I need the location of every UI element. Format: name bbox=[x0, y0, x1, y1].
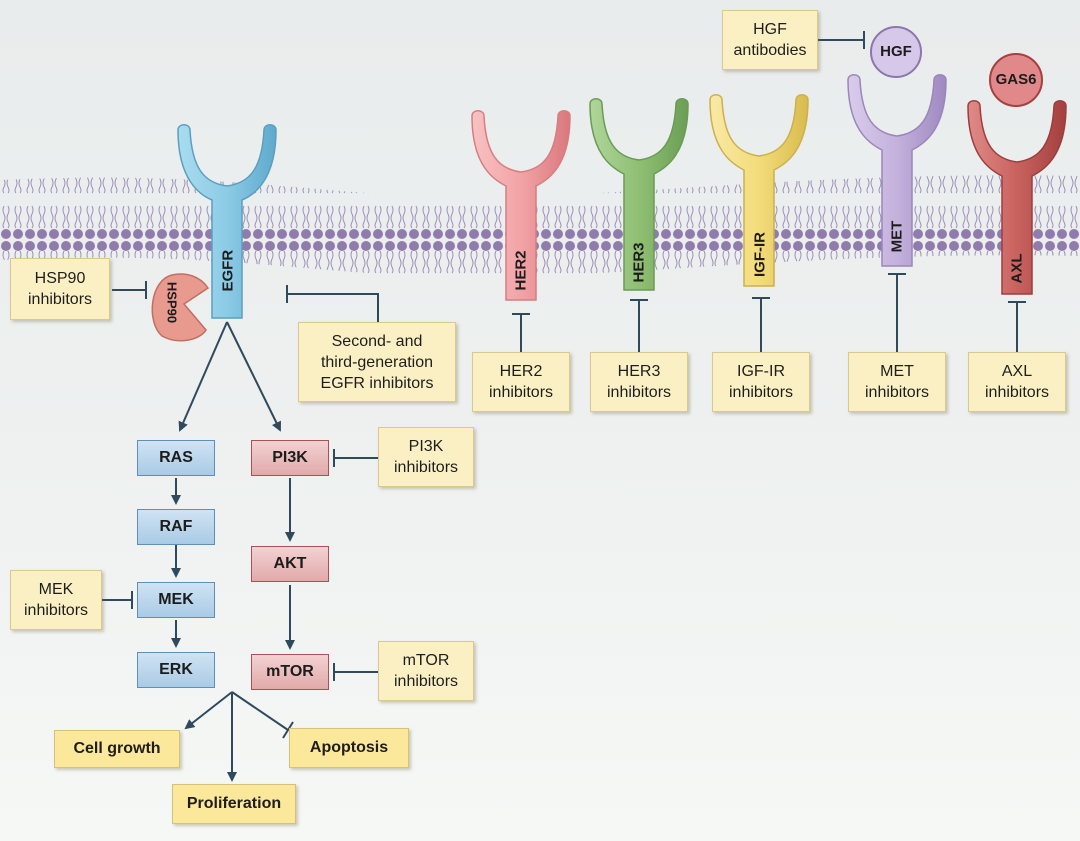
egfr-inhibitors-line3: EGFR inhibitors bbox=[320, 374, 434, 392]
her2-receptor bbox=[471, 110, 571, 301]
axl-inhibitors-box: AXL inhibitors bbox=[968, 352, 1066, 412]
gas6-ligand bbox=[989, 53, 1043, 107]
egfr-inhibitors-line1: Second- and bbox=[331, 332, 423, 350]
igf-ir-receptor bbox=[709, 94, 809, 287]
her3-receptor bbox=[589, 98, 689, 291]
pi3k-node: PI3K bbox=[251, 440, 329, 476]
proliferation-outcome: Proliferation bbox=[172, 784, 296, 824]
erk-node: ERK bbox=[137, 652, 215, 688]
hgf-antibodies-box: HGF antibodies bbox=[722, 10, 818, 70]
egfr-to-ras-arrow bbox=[178, 321, 228, 432]
egfr-inhibitors-box: Second- and third-generation EGFR inhibi… bbox=[298, 322, 456, 402]
hsp90-label: HSP90 bbox=[164, 281, 180, 324]
hsp90-inhibitors-line1: HSP90 bbox=[34, 270, 86, 287]
egfr-receptor bbox=[177, 124, 277, 319]
pi3k-inhibitors-line1: PI3K bbox=[408, 438, 444, 455]
mek-node: MEK bbox=[137, 582, 215, 618]
her2-inhibitors-line1: HER2 bbox=[499, 363, 543, 380]
igfir-label: IGF-IR bbox=[751, 232, 769, 277]
met-label: MET bbox=[888, 220, 906, 253]
mtor-inhibitors-line1: mTOR bbox=[402, 652, 450, 669]
her2-inhibitors-box: HER2 inhibitors bbox=[472, 352, 570, 412]
hgf-antibodies-line2: antibodies bbox=[733, 42, 807, 59]
her2-inhibitors-line2: inhibitors bbox=[488, 384, 554, 401]
cell-growth-outcome: Cell growth bbox=[54, 730, 180, 768]
met-inhibitors-line1: MET bbox=[880, 363, 914, 380]
axl-inhibitors-line2: inhibitors bbox=[984, 384, 1050, 401]
apoptosis-outcome: Apoptosis bbox=[289, 728, 409, 768]
mtor-node: mTOR bbox=[251, 654, 329, 690]
ras-node: RAS bbox=[137, 440, 215, 476]
akt-node: AKT bbox=[251, 546, 329, 582]
egfr-to-pi3k-arrow bbox=[226, 321, 281, 432]
hgf-label: HGF bbox=[880, 43, 912, 60]
cell-membrane bbox=[0, 175, 1080, 278]
mek-inhibitors-box: MEK inhibitors bbox=[10, 570, 102, 630]
her3-inhibitors-line1: HER3 bbox=[617, 363, 661, 380]
her2-label: HER2 bbox=[512, 250, 530, 291]
axl-receptor bbox=[967, 100, 1067, 295]
met-receptor bbox=[847, 74, 947, 267]
hgf-antibodies-line1: HGF bbox=[753, 21, 787, 38]
her3-inhibitors-box: HER3 inhibitors bbox=[590, 352, 688, 412]
pi3k-inhibitors-line2: inhibitors bbox=[393, 459, 459, 476]
her3-inhibitors-line2: inhibitors bbox=[606, 384, 672, 401]
to-cell-growth-arrow bbox=[184, 691, 233, 730]
axl-label: AXL bbox=[1008, 253, 1026, 284]
pi3k-inhibitors-box: PI3K inhibitors bbox=[378, 427, 474, 487]
hsp90-chaperone bbox=[151, 273, 210, 342]
mtor-inhibitors-box: mTOR inhibitors bbox=[378, 641, 474, 701]
hsp90-inhibitors-box: HSP90 inhibitors bbox=[10, 258, 110, 320]
apoptosis-inhibition-line bbox=[231, 691, 289, 731]
igfir-inhibitors-line2: inhibitors bbox=[728, 384, 794, 401]
hsp90-inhibitors-line2: inhibitors bbox=[27, 291, 93, 308]
gas6-label: GAS6 bbox=[995, 71, 1037, 88]
met-inhibitors-box: MET inhibitors bbox=[848, 352, 946, 412]
egfr-inhibition-line bbox=[287, 293, 379, 322]
met-inhibitors-line2: inhibitors bbox=[864, 384, 930, 401]
mtor-inhibitors-line2: inhibitors bbox=[393, 673, 459, 690]
axl-inhibitors-line1: AXL bbox=[1001, 363, 1033, 380]
igfir-inhibitors-line1: IGF-IR bbox=[737, 363, 785, 380]
raf-node: RAF bbox=[137, 509, 215, 545]
her3-label: HER3 bbox=[630, 242, 648, 283]
hgf-ligand bbox=[870, 26, 922, 78]
inhibition-lines bbox=[102, 31, 1026, 739]
egfr-label: EGFR bbox=[219, 249, 237, 292]
igfir-inhibitors-box: IGF-IR inhibitors bbox=[712, 352, 810, 412]
activation-arrows bbox=[171, 321, 295, 782]
egfr-inhibitors-line2: third-generation bbox=[320, 353, 434, 371]
mek-inhibitors-line1: MEK bbox=[38, 581, 74, 598]
mek-inhibitors-line2: inhibitors bbox=[23, 602, 89, 619]
